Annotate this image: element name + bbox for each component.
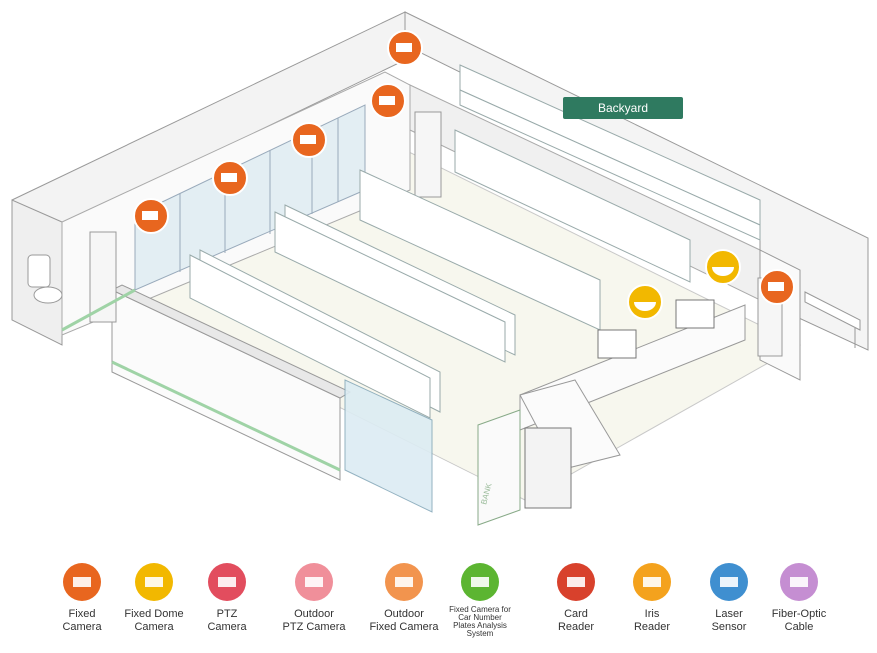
legend-item: Fiber-Optic Cable — [757, 562, 841, 634]
fixed-camera-icon[interactable] — [370, 83, 406, 119]
plate-camera-icon — [461, 563, 499, 601]
store-floor-plan: BANK — [11, 11, 869, 526]
legend-label: Card Reader — [557, 608, 595, 633]
store-shelves — [189, 64, 761, 419]
legend-item: Fixed Camera for Car Number Plates Analy… — [438, 562, 522, 638]
outdoor-fixed-camera-icon — [385, 563, 423, 601]
legend-label: Laser Sensor — [711, 608, 747, 633]
legend-label: Fiber-Optic Cable — [771, 608, 827, 633]
cash-register-2 — [675, 299, 715, 329]
iris-reader-icon — [633, 563, 671, 601]
legend-item: Outdoor Fixed Camera — [362, 562, 446, 634]
fixed-camera-icon[interactable] — [133, 198, 169, 234]
legend-label: Outdoor Fixed Camera — [369, 608, 439, 633]
floor-strip — [111, 360, 341, 472]
legend-label: Fixed Dome Camera — [124, 608, 184, 633]
legend-item: Iris Reader — [610, 562, 694, 634]
outdoor-ptz-camera-icon — [295, 563, 333, 601]
legend: Fixed Camera Fixed Dome Camera PTZ Camera O… — [40, 562, 860, 650]
staff-table — [804, 291, 861, 348]
floor-strip — [61, 288, 136, 332]
cash-register-1 — [597, 329, 637, 359]
fixed-camera-icon[interactable] — [212, 160, 248, 196]
fixed-camera-icon — [63, 563, 101, 601]
atm — [477, 409, 521, 526]
legend-label: Fixed Camera for Car Number Plates Analy… — [449, 605, 511, 638]
toilet — [27, 254, 63, 304]
legend-item: PTZ Camera — [185, 562, 269, 634]
legend-label: Fixed Camera — [62, 608, 102, 633]
laser-sensor-icon — [710, 563, 748, 601]
backyard-label: Backyard — [563, 97, 683, 119]
copier — [524, 427, 572, 509]
legend-item: Fixed Dome Camera — [112, 562, 196, 634]
fixed-dome-camera-icon[interactable] — [627, 284, 663, 320]
legend-label: Iris Reader — [633, 608, 671, 633]
backroom-door[interactable] — [414, 111, 442, 198]
entrance-door[interactable] — [344, 379, 433, 513]
legend-item: Outdoor PTZ Camera — [272, 562, 356, 634]
ptz-camera-icon — [208, 563, 246, 601]
fixed-dome-camera-icon — [135, 563, 173, 601]
legend-label: Outdoor PTZ Camera — [282, 608, 346, 633]
fixed-dome-camera-icon[interactable] — [705, 249, 741, 285]
fixed-camera-icon[interactable] — [291, 122, 327, 158]
card-reader-icon — [557, 563, 595, 601]
legend-item: Card Reader — [534, 562, 618, 634]
legend-label: PTZ Camera — [207, 608, 247, 633]
fixed-camera-icon[interactable] — [387, 30, 423, 66]
legend-item: Fixed Camera — [40, 562, 124, 634]
fiber-optic-cable-icon — [780, 563, 818, 601]
legend-item: Laser Sensor — [687, 562, 771, 634]
fixed-camera-icon[interactable] — [759, 269, 795, 305]
